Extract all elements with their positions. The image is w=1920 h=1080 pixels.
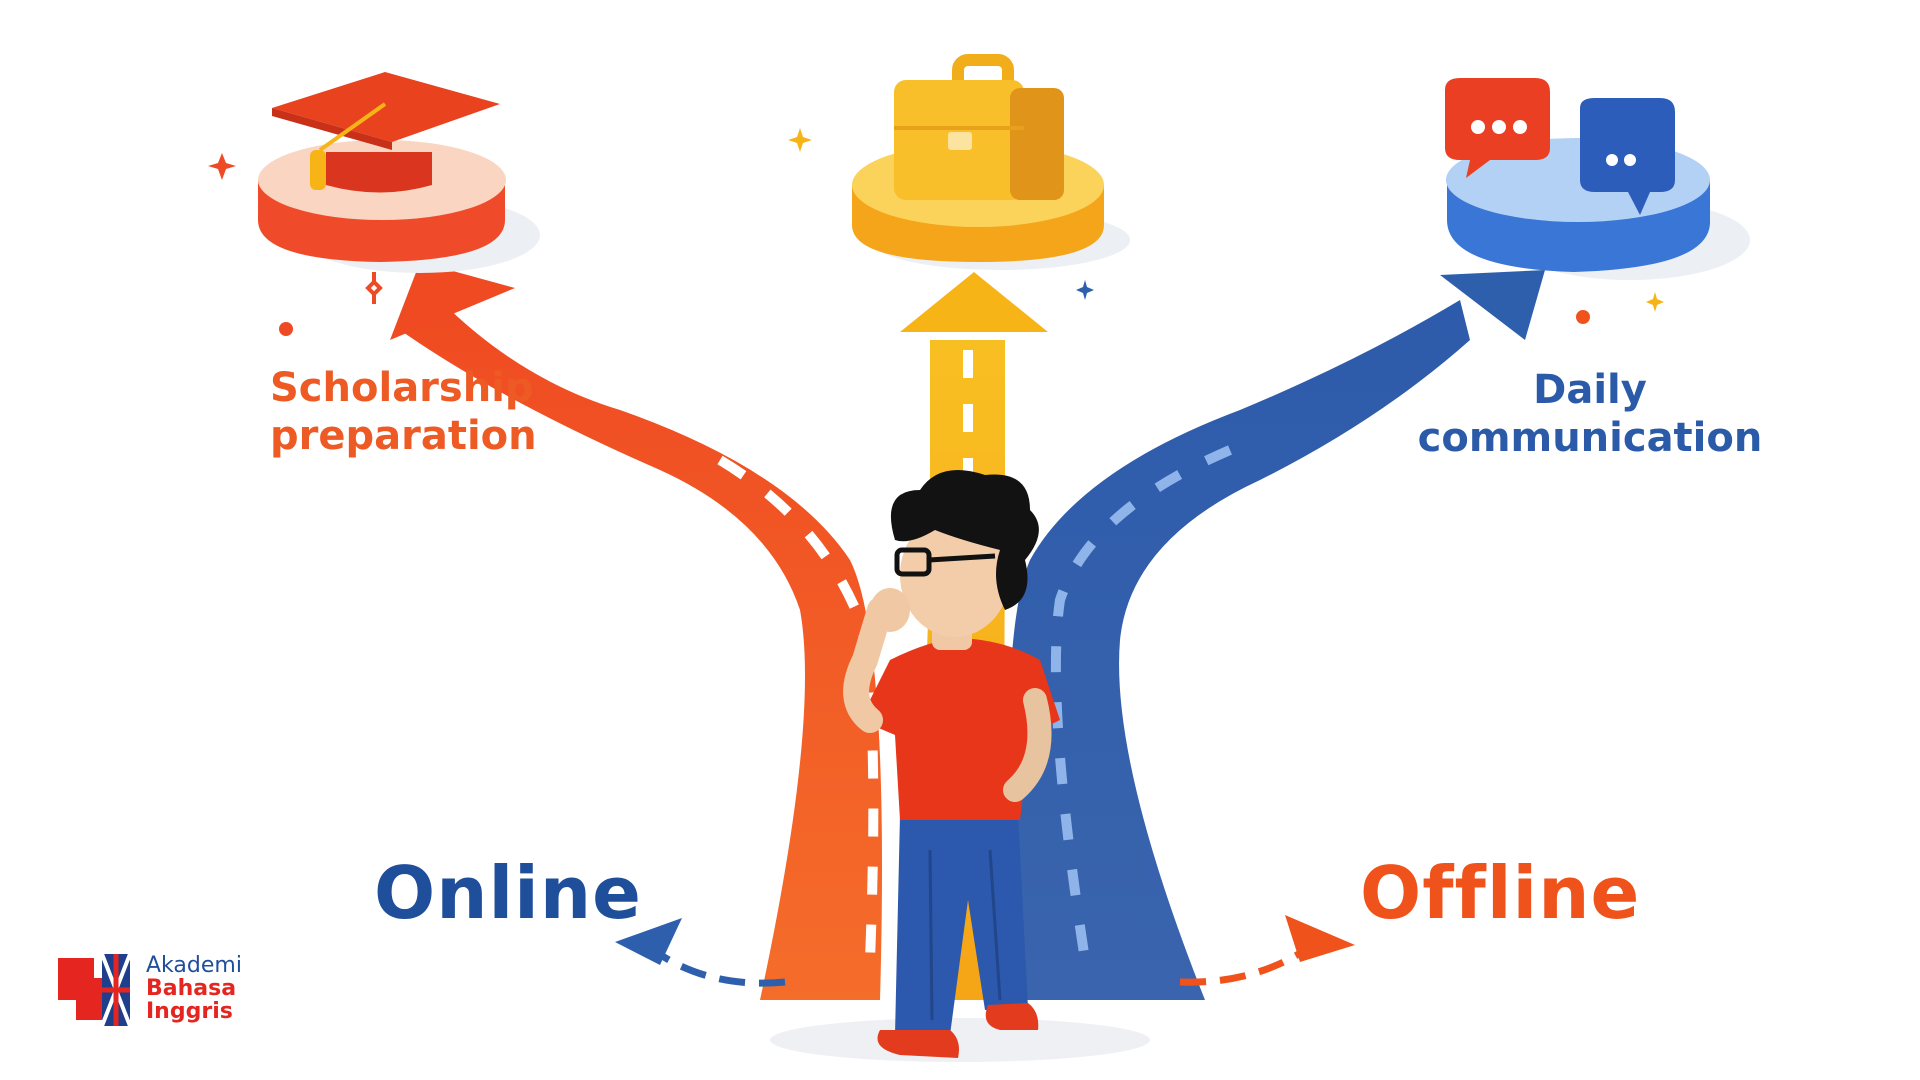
path-orange xyxy=(390,262,882,1000)
logo-line1: Akademi xyxy=(146,953,242,978)
scholarship-line2: preparation xyxy=(270,413,537,459)
label-scholarship-preparation: Scholarship preparation xyxy=(270,364,537,460)
offline-dashed-arrow xyxy=(1179,915,1355,986)
scholarship-line1: Scholarship xyxy=(270,365,534,411)
graduation-cap-icon xyxy=(258,72,540,273)
label-daily-communication: Daily communication xyxy=(1400,366,1780,462)
online-dashed-arrow xyxy=(615,918,786,987)
daily-line2: communication xyxy=(1417,415,1763,461)
daily-line1: Daily xyxy=(1533,367,1647,413)
label-online: Online xyxy=(374,851,642,935)
logo-text: Akademi Bahasa Inggris xyxy=(146,954,242,1023)
path-blue xyxy=(1007,270,1545,1000)
sparkles xyxy=(208,128,1664,336)
briefcase-icon xyxy=(852,54,1130,270)
ground-shadow xyxy=(770,1018,1150,1062)
label-offline: Offline xyxy=(1360,851,1641,935)
logo-line3: Inggris xyxy=(146,999,233,1024)
person-figure xyxy=(843,470,1060,1058)
logo-line2: Bahasa xyxy=(146,976,237,1001)
chat-bubbles-icon xyxy=(1445,78,1750,280)
logo-icon xyxy=(58,953,132,1027)
